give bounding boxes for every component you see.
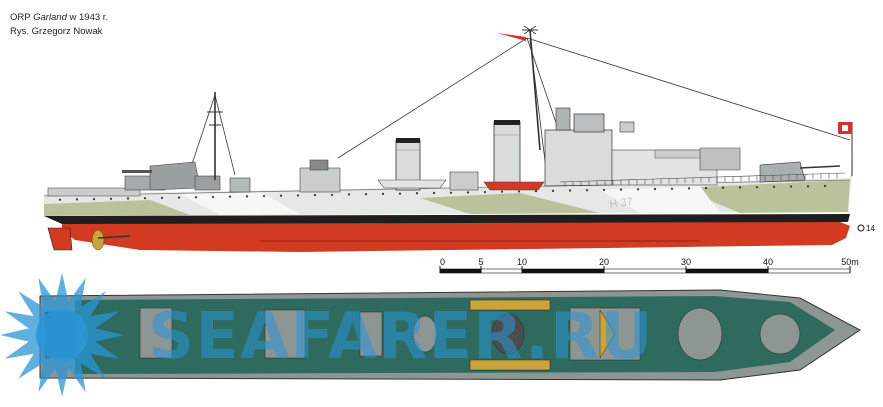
porthole [568,189,572,192]
scale-segment [767,268,851,274]
forward-gun [759,161,841,183]
porthole [653,187,657,191]
title-prefix: ORP [10,12,31,23]
watermark-emblem [0,273,124,397]
side-profile: H 37 14 [43,25,875,252]
camo-panel-5 [600,186,720,213]
porthole [177,196,181,199]
porthole [143,197,147,200]
keel-shadow [260,240,700,242]
draft-mark-label: 14 [866,224,875,233]
porthole [500,190,504,193]
camo-panel-1 [44,200,190,216]
porthole [738,186,742,189]
scale-tick-label: 0 [440,257,445,267]
title-ship-name: Garland [33,12,67,23]
porthole [704,186,708,190]
funnels [395,120,521,191]
porthole [160,196,164,199]
porthole [619,188,623,191]
watermark-center-icon [36,309,88,361]
draft-mark: 14 [857,224,875,233]
porthole [483,190,487,194]
deck-railing [559,172,846,187]
porthole [636,188,640,191]
porthole [823,184,827,188]
porthole [517,190,521,193]
porthole [687,187,691,190]
porthole [534,190,538,193]
porthole [211,195,215,199]
scale-tick-label: 10 [517,257,527,267]
portholes [58,184,827,201]
porthole [721,186,725,189]
hull-number: H 37 [609,196,634,211]
scale-tick-label: 40 [763,257,773,267]
porthole [789,185,793,188]
scale-segment [480,268,523,274]
main-mast [522,25,541,151]
porthole [75,198,79,201]
porthole [585,189,589,192]
porthole [279,194,283,197]
porthole [245,195,249,198]
watermark-text: SEAFARER.RU [148,300,654,374]
bridge-superstructure [544,107,741,187]
porthole [755,186,759,189]
porthole [670,187,674,190]
scale-segment [521,268,605,274]
scale-tick-label: 5 [478,257,483,267]
porthole [313,194,317,197]
porthole [262,194,266,198]
title-year: w 1943 r. [69,12,109,23]
scale-segment [439,268,482,274]
porthole [806,185,810,188]
porthole [194,196,198,199]
bow-jack [838,122,853,176]
scale-segment [603,268,687,274]
camo-panel-3 [180,192,300,215]
porthole [449,191,453,194]
porthole [347,193,351,196]
scale-bar: 0 5 10 20 30 40 50m [439,257,859,274]
porthole [330,193,334,196]
porthole [364,193,368,196]
porthole [228,195,232,198]
ship-boats [377,179,545,191]
camo-panel-2 [420,193,600,214]
boot-topping [44,214,850,224]
aft-mast [207,92,223,180]
mast-pennant [497,33,526,41]
porthole [398,192,402,195]
porthole [296,194,300,197]
scale-tick-label: 30 [681,257,691,267]
porthole [602,188,606,192]
scale-tick-label: 50m [841,257,859,267]
porthole [415,192,419,195]
drawing-title: ORP Garland w 1943 r. [10,12,108,24]
porthole [381,192,385,195]
scale-tick-label: 20 [599,257,609,267]
hull-antifouling [62,222,850,252]
porthole [58,198,62,201]
porthole [126,197,130,200]
porthole [92,198,96,201]
porthole [466,191,470,194]
rudder-propeller [47,227,131,251]
porthole [551,189,555,192]
drawing-credit: Rys. Grzegorz Nowak [10,26,103,37]
porthole [772,185,776,188]
aft-superstructure [47,161,251,197]
porthole [109,197,113,200]
porthole [432,191,436,195]
rail-line [559,172,846,183]
scale-segment [685,268,769,274]
midship-deckhouses [299,159,479,193]
